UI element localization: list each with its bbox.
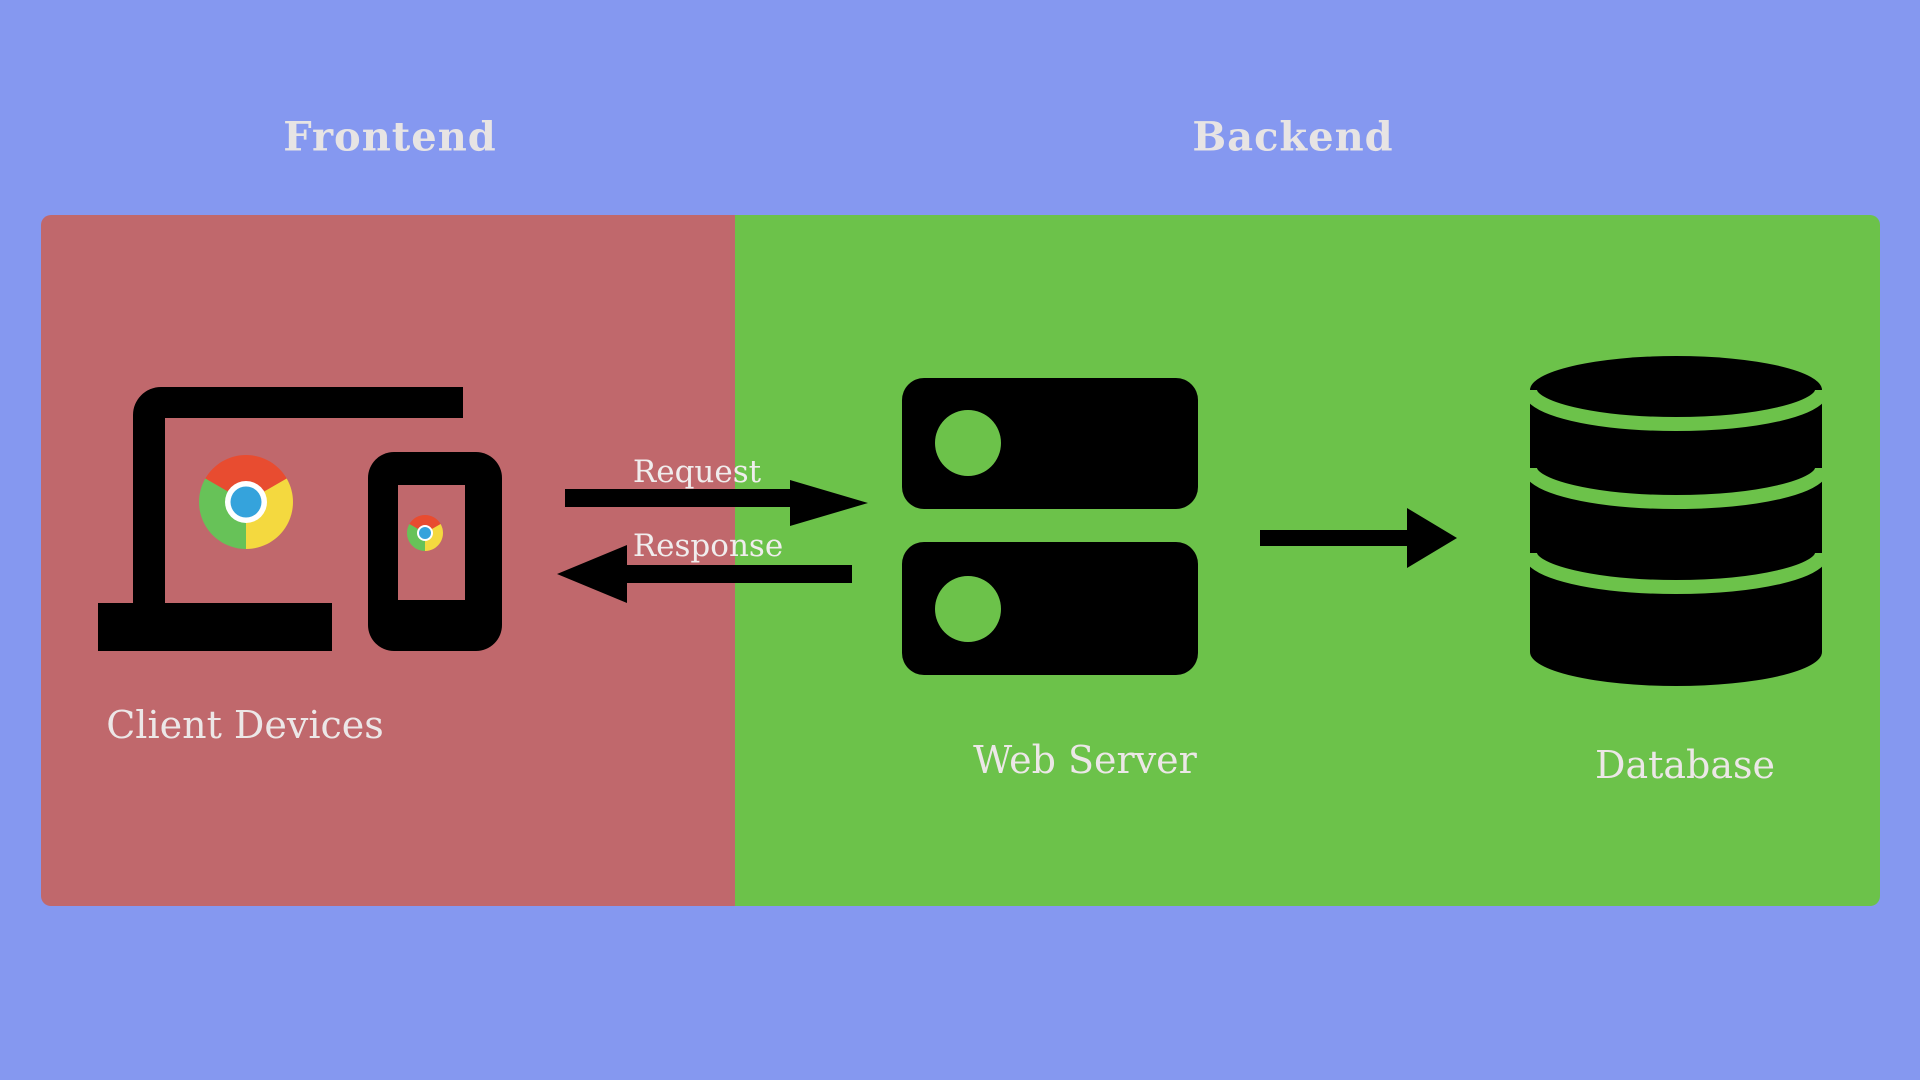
chrome-logo-icon — [199, 455, 293, 549]
web-server-icon — [902, 378, 1198, 675]
frontend-section-label: Frontend — [283, 113, 497, 161]
web-server-label: Web Server — [973, 738, 1197, 782]
database-label: Database — [1594, 743, 1776, 787]
response-arrow-icon — [557, 545, 852, 603]
client-server-arrows — [557, 480, 868, 603]
smartphone-icon — [368, 452, 502, 651]
chrome-logo-small-icon — [406, 514, 444, 551]
client-devices-label: Client Devices — [106, 703, 384, 747]
laptop-icon — [98, 387, 463, 651]
database-icon — [1528, 356, 1824, 686]
server-unit-bottom — [902, 542, 1198, 675]
server-to-database-arrow-icon — [1260, 508, 1457, 568]
request-arrow-icon — [565, 480, 868, 526]
client-devices-icon — [98, 387, 502, 651]
response-arrow-label: Response — [632, 528, 784, 564]
backend-section-label: Backend — [1192, 113, 1394, 161]
request-arrow-label: Request — [632, 454, 762, 490]
server-unit-top — [902, 378, 1198, 509]
